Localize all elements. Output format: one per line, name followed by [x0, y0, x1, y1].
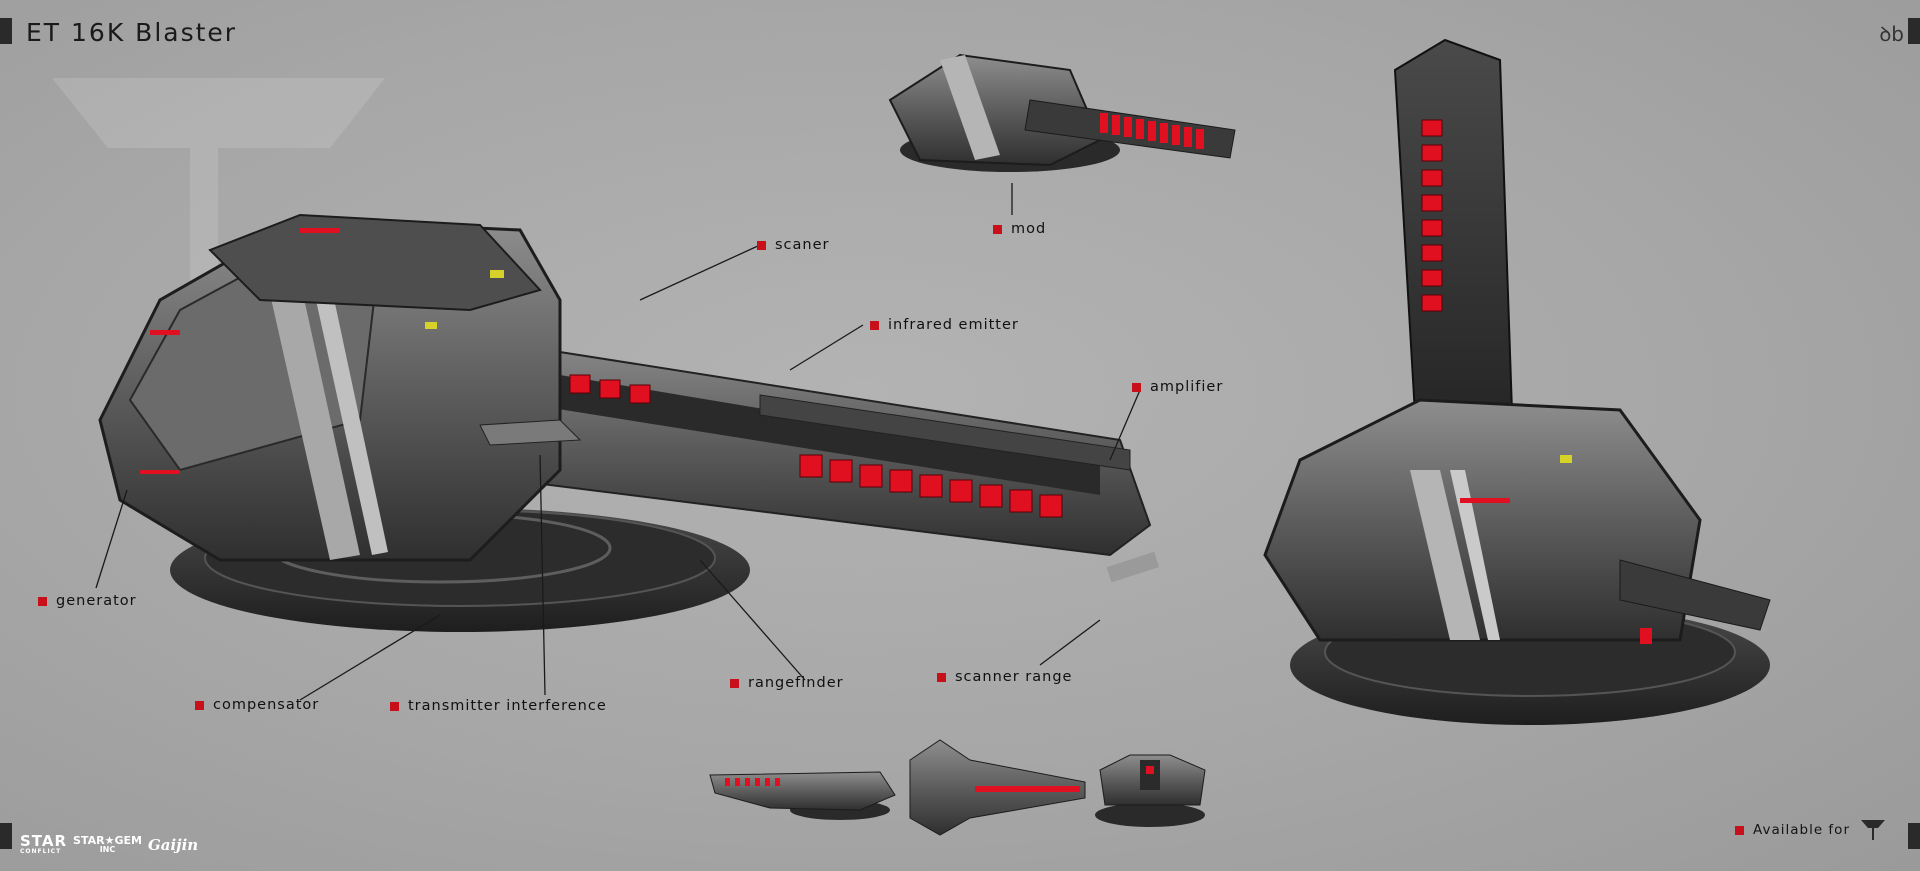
bottom-left-corner-bar [0, 823, 12, 849]
stargem-logo: STAR★GEM INC [73, 835, 142, 854]
label-text: scanner range [955, 669, 1073, 685]
logo-conflict-text: CONFLICT [20, 848, 62, 855]
side-view-thumbnail [709, 771, 896, 820]
bottom-right-corner-bar [1908, 823, 1920, 849]
label-text: infrared emitter [888, 317, 1019, 333]
logo-stargem-text: STAR★GEM [73, 834, 142, 847]
game-emblem-icon [1861, 820, 1885, 840]
front-view-thumbnail [1095, 754, 1206, 827]
main-turret-render [98, 213, 1160, 632]
label-text: scaner [775, 237, 830, 253]
label-text: mod [1011, 221, 1047, 237]
label-amplifier: amplifier [1132, 379, 1223, 395]
label-text: rangefinder [748, 675, 844, 691]
logo-inc-text: INC [99, 845, 116, 854]
label-text: generator [56, 593, 137, 609]
label-marker [993, 224, 1002, 234]
available-for-text: Available for [1753, 822, 1850, 838]
publisher-logos: STAR CONFLICT STAR★GEM INC Gaijin [20, 834, 198, 855]
label-marker [730, 678, 739, 688]
label-scaner: scaner [757, 237, 829, 253]
label-rangefinder: rangefinder [730, 675, 844, 691]
label-transmitter-interference: transmitter interference [390, 698, 607, 714]
label-marker [390, 701, 399, 711]
label-text: amplifier [1150, 379, 1224, 395]
label-marker [937, 672, 946, 682]
label-marker [757, 240, 766, 250]
top-right-corner-bar [1908, 18, 1920, 44]
label-generator: generator [38, 593, 137, 609]
page-title: ET 16K Blaster [26, 18, 238, 47]
label-marker [1132, 382, 1141, 392]
callout-leader-lines [95, 183, 1141, 701]
label-text: compensator [213, 697, 320, 713]
label-marker [870, 320, 879, 330]
label-marker [38, 596, 47, 606]
artist-signature: ꝺb [1879, 22, 1904, 46]
label-compensator: compensator [195, 697, 319, 713]
logo-star-text: STAR [20, 832, 68, 850]
top-left-corner-bar [0, 18, 12, 44]
star-conflict-logo: STAR CONFLICT [20, 834, 67, 855]
side-turret-render [1263, 38, 1771, 725]
emblem-watermark [52, 78, 385, 300]
available-for: Available for [1735, 819, 1886, 841]
top-view-thumbnail [909, 739, 1086, 836]
top-view-render [888, 53, 1236, 172]
label-text: transmitter interference [408, 698, 607, 714]
label-infrared-emitter: infrared emitter [870, 317, 1019, 333]
label-scanner-range: scanner range [937, 669, 1072, 685]
label-marker [195, 700, 204, 710]
label-marker [1735, 825, 1745, 835]
gaijin-logo: Gaijin [147, 835, 199, 854]
label-mod: mod [993, 221, 1046, 237]
